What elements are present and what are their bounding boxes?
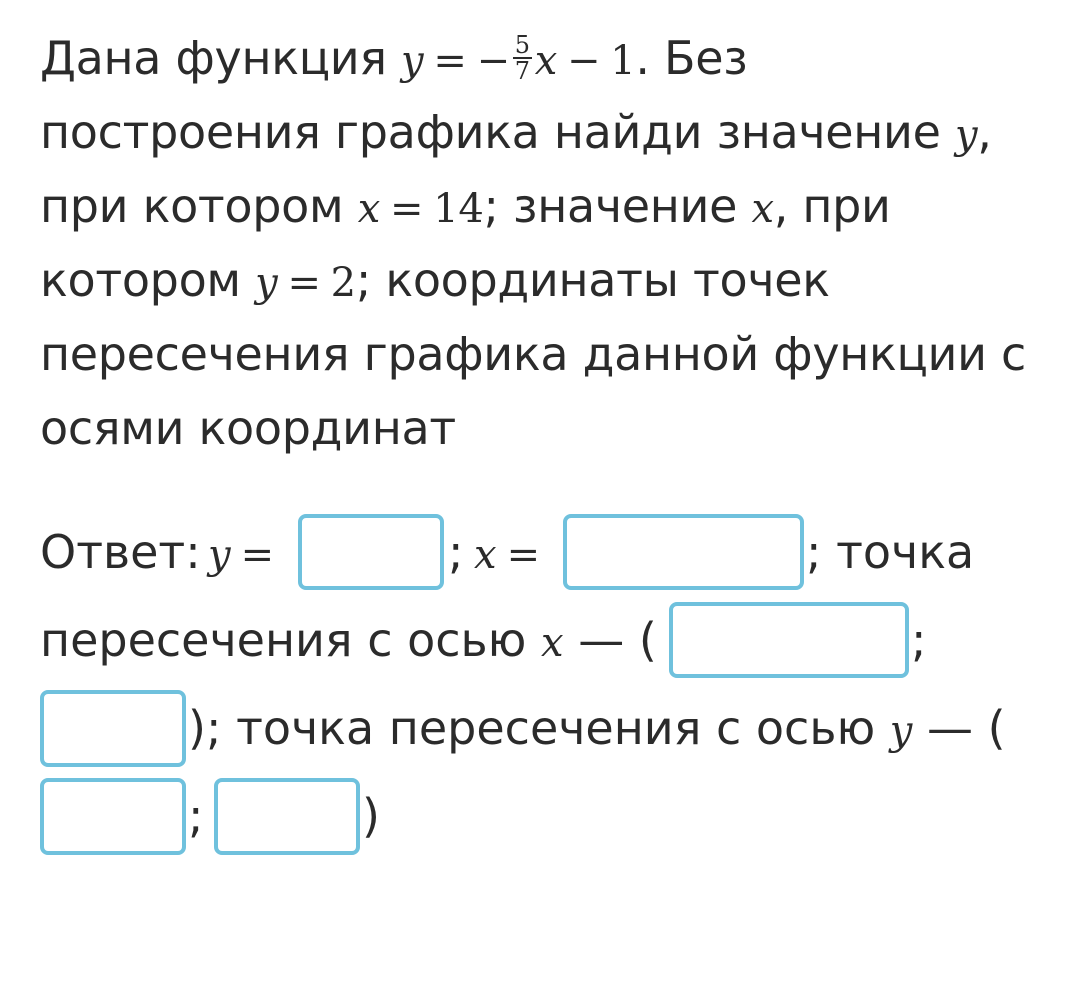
answer-line-2-var: x [541, 620, 564, 666]
problem-line-3-eq: = [390, 186, 424, 232]
answer-x-input[interactable] [563, 514, 804, 590]
problem-line-2-var: y [954, 112, 978, 158]
answer-line-3: ); точка пересечения с осью y — ( [188, 698, 1006, 761]
fraction-numerator: 5 [512, 30, 532, 59]
problem-after-equation: . Без [635, 31, 748, 85]
x-axis-point-y-input[interactable] [40, 690, 186, 767]
problem-line-4-var: y [255, 260, 278, 306]
problem-line-3-c: , при [773, 179, 891, 233]
problem-line-3-a: при котором [40, 179, 344, 233]
answer-x-var: x [474, 532, 497, 578]
y-axis-point-x-input[interactable] [40, 778, 186, 855]
answer-y-var: y [208, 532, 231, 578]
answer-line-4-semi: ; [188, 789, 204, 843]
fraction-denominator: 7 [514, 56, 530, 85]
answer-line-3-var: y [889, 708, 913, 754]
answer-line-3-text: ); точка пересечения с осью [188, 701, 876, 755]
problem-line-4-b: ; координаты точек [355, 253, 830, 307]
problem-line-3: при котором x=14; значение x, при [40, 176, 891, 239]
problem-line-5: пересечения графика данной функции с [40, 327, 1027, 381]
answer-tail-1: ; точка [806, 525, 975, 579]
answer-x-eq: x= [474, 522, 550, 585]
problem-line-4-val: 2 [330, 260, 356, 306]
answer-line-2: пересечения с осью x — ( [40, 610, 657, 673]
equation-minus: − [476, 38, 511, 84]
answer-label: Ответ: [40, 525, 201, 579]
problem-line-6: осями координат [40, 401, 456, 455]
x-axis-point-x-input[interactable] [669, 602, 909, 678]
y-axis-point-y-input[interactable] [214, 778, 360, 855]
equation-equals: = [433, 38, 467, 84]
equation-minus-2: − [567, 38, 601, 84]
answer-equals-2: = [506, 532, 541, 578]
answer-line-2-dash: — ( [578, 613, 657, 667]
problem-line-2-tail: , [977, 105, 992, 159]
answer-equals: = [240, 532, 275, 578]
answer-line-2-text: пересечения с осью [40, 613, 527, 667]
answer-line-2-semi: ; [911, 613, 927, 667]
problem-line-4: котором y=2; координаты точек [40, 250, 830, 313]
problem-line-4-a: котором [40, 253, 241, 307]
problem-intro: Дана функция [40, 31, 387, 85]
problem-line-2: построения графика найди значение y, [40, 102, 992, 165]
answer-line-3-dash: — ( [927, 701, 1006, 755]
equation-y: y [401, 38, 424, 84]
problem-line-3-b: ; значение [483, 179, 738, 233]
problem-line-3-var-2: x [751, 186, 774, 232]
problem-line-3-var: x [357, 186, 381, 232]
equation-constant: 1 [610, 38, 636, 84]
problem-line-3-val: 14 [433, 186, 484, 232]
answer-y-input[interactable] [298, 514, 444, 590]
answer-y-eq: y= [208, 522, 284, 585]
equation-x: x [534, 38, 558, 84]
answer-sep-1: ; [448, 525, 464, 579]
problem-line-4-eq: = [287, 260, 321, 306]
problem-line-2-text: построения графика найди значение [40, 105, 941, 159]
answer-line-4-close: ) [362, 789, 380, 843]
